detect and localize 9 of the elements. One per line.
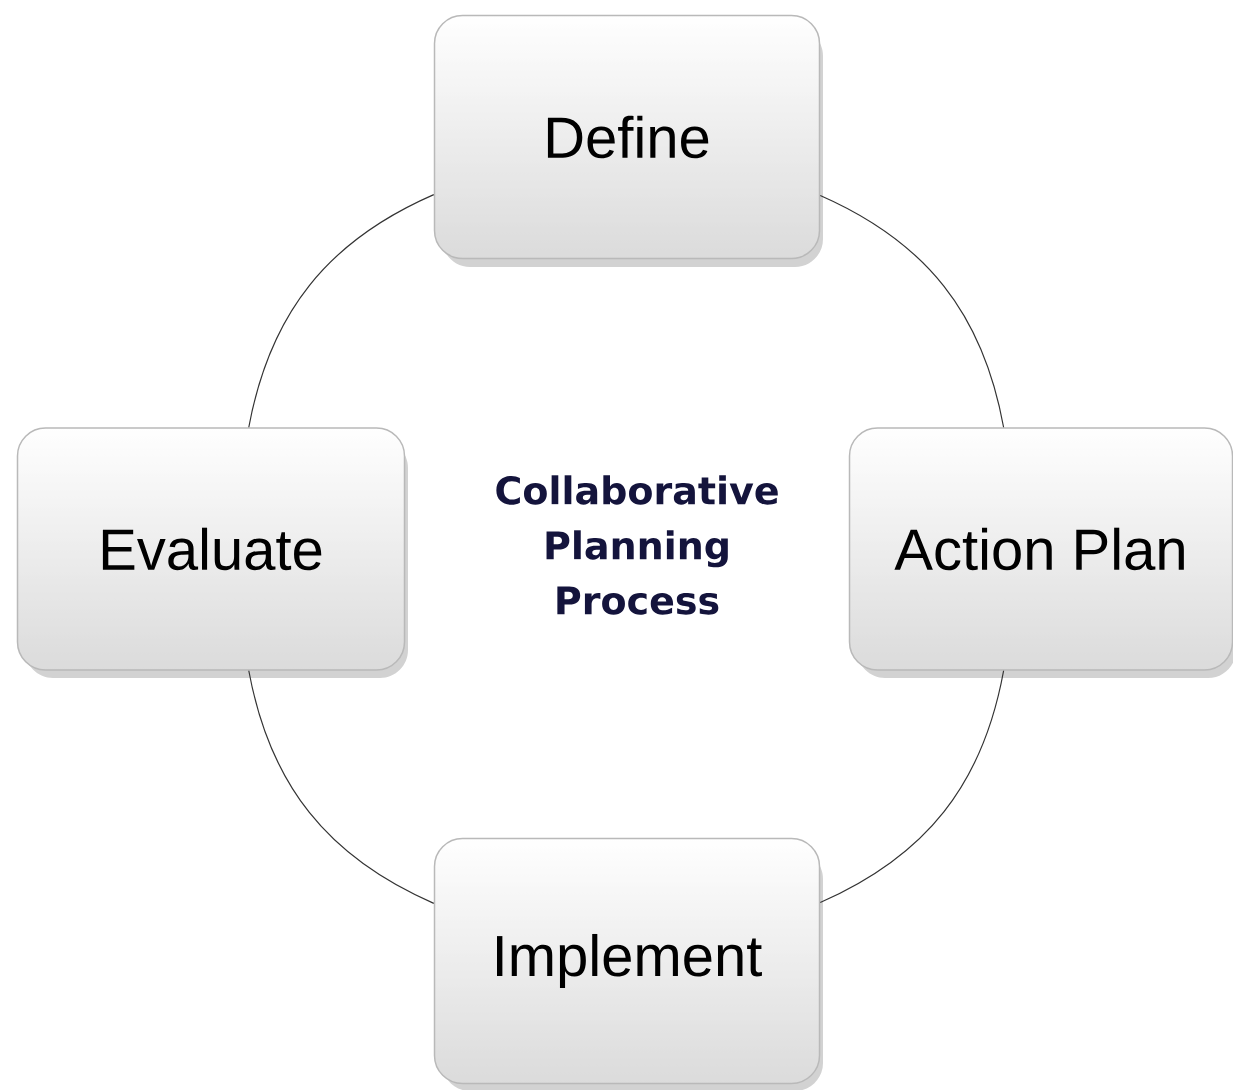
step-box: Define — [433, 14, 823, 267]
center-label: Collaborative Planning Process — [496, 475, 778, 615]
connector-arc — [248, 194, 435, 428]
connector-arc — [819, 670, 1005, 904]
step-box: Implement — [433, 837, 823, 1090]
step-box: Evaluate — [16, 427, 408, 678]
connector-arc — [248, 670, 435, 904]
step-box: Action Plan — [848, 427, 1233, 678]
connector-arc — [819, 194, 1005, 428]
